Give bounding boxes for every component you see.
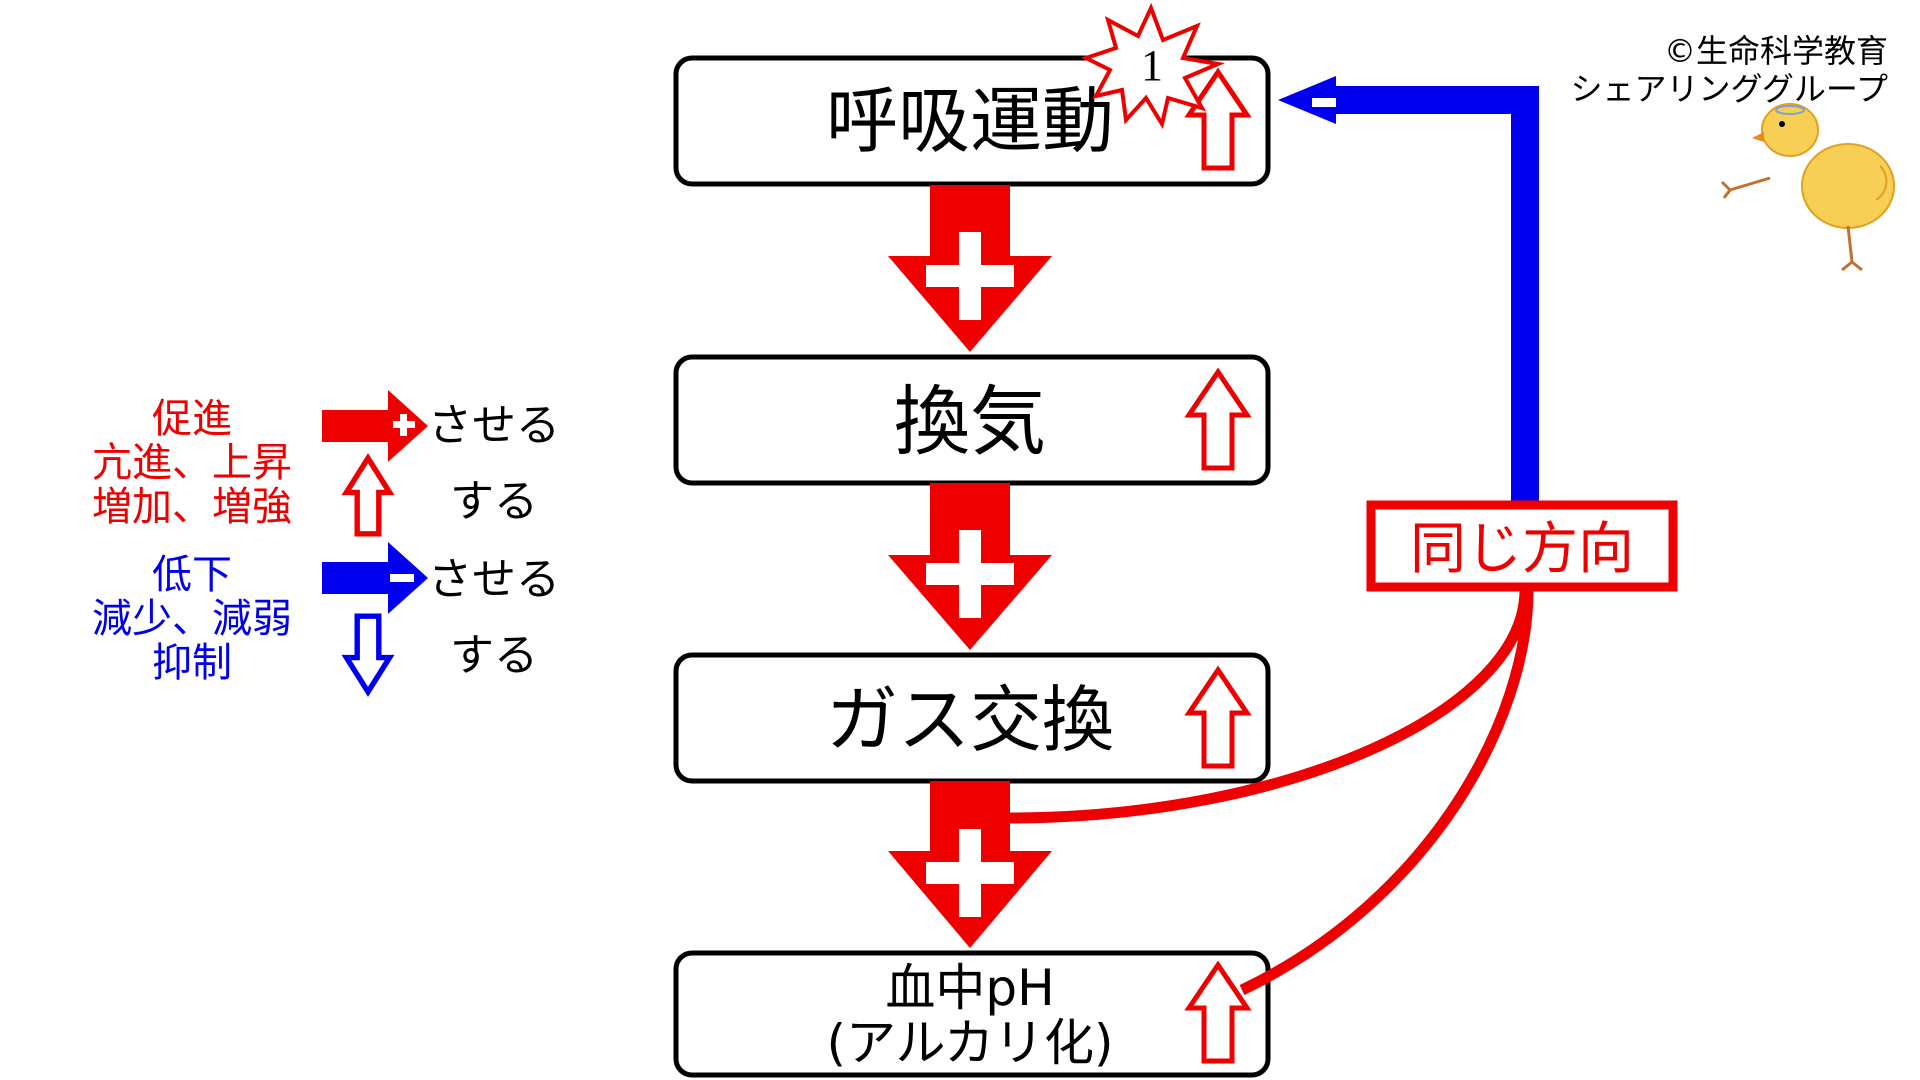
promote-arrow-1: [888, 185, 1052, 352]
box-ventilation-label: 換気: [894, 377, 1046, 466]
box-ventilation: 換気: [673, 354, 1271, 486]
legend-decrease-do: する: [450, 630, 538, 681]
legend-decrease-arrow-icon: [341, 613, 395, 697]
legend-promote-word-3: 増加、増強: [92, 484, 292, 530]
box-gas-exchange-label: ガス交換: [826, 678, 1114, 762]
same-direction-label-box: 同じ方向: [1366, 500, 1678, 592]
legend-suppress-word-1: 低下: [152, 552, 232, 598]
legend-increase-do: する: [450, 476, 538, 527]
legend-increase-arrow-icon: [341, 453, 395, 537]
box-blood-ph: 血中pH (アルカリ化): [673, 950, 1271, 1078]
legend-suppress-make: させる: [428, 554, 560, 605]
legend-promote-make: させる: [428, 400, 560, 451]
feedback-curve-from-gas-exchange: [1007, 589, 1531, 824]
copyright-line-2: シェアリンググループ: [1571, 70, 1888, 108]
legend: 促進 亢進、上昇 増加、増強 させる する 低下 減少、減弱 抑制 させる する: [92, 390, 560, 697]
promote-arrow-2: [888, 483, 1052, 650]
legend-promote-arrow-icon: [322, 390, 428, 462]
legend-suppress-arrow-icon: [322, 542, 428, 614]
chick-mascot-icon: [1720, 103, 1895, 272]
box-gas-exchange: ガス交換: [673, 652, 1271, 784]
legend-promote-word-1: 促進: [152, 396, 232, 442]
step-badge-number: 1: [1141, 41, 1163, 90]
box-blood-ph-line2: (アルカリ化): [826, 1014, 1113, 1072]
negative-feedback-arrow: [1278, 76, 1539, 505]
feedback-curve-from-blood-ph: [1239, 589, 1534, 995]
legend-suppress-word-3: 抑制: [152, 640, 232, 686]
box-respiratory-movement-label: 呼吸運動: [826, 79, 1114, 163]
step-badge: 1: [1080, 2, 1226, 130]
legend-promote-word-2: 亢進、上昇: [92, 440, 292, 486]
legend-suppress-word-2: 減少、減弱: [92, 596, 292, 642]
box-blood-ph-line1: 血中pH: [885, 959, 1054, 1017]
minus-icon: [1312, 98, 1336, 107]
promote-arrow-3: [888, 781, 1052, 948]
copyright-line-1: ©生命科学教育: [1664, 32, 1888, 70]
same-direction-label: 同じ方向: [1410, 517, 1634, 582]
